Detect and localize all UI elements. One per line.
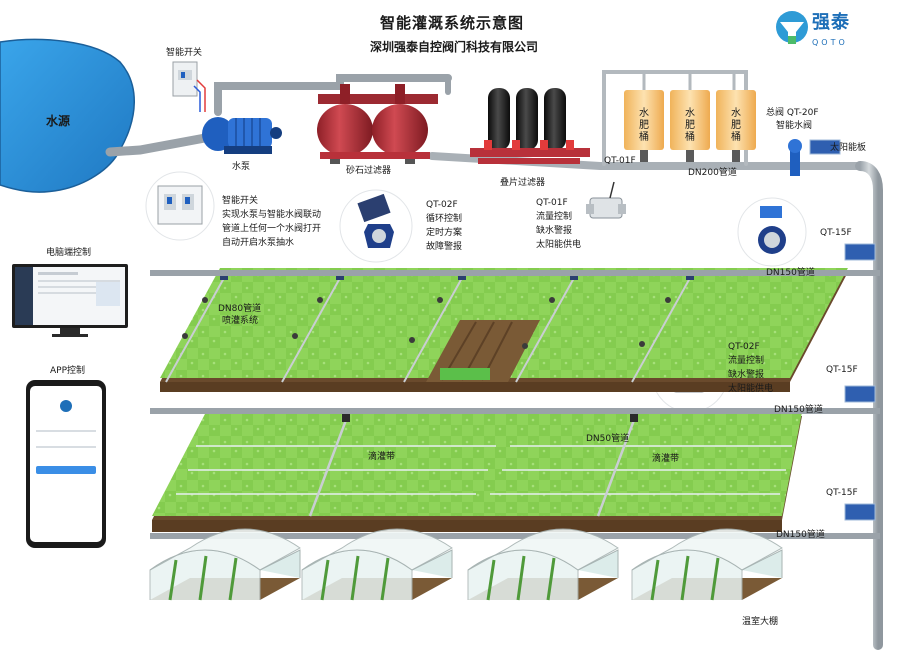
disc-filter-label: 叠片过滤器 [500,178,546,188]
qt01f-mid-note: QT-01F 流量控制 缺水警报 太阳能供电 [536,198,582,250]
water-source-label: 水源 [46,114,71,128]
pipe-dn150-1 [150,270,880,276]
qt15f-label-3: QT-15F [826,488,858,498]
pc-monitor [12,264,128,337]
qt15f-label-1: QT-15F [820,228,852,238]
brand-name: 强泰 [812,12,850,33]
water-pump [202,117,282,154]
phone-app [26,380,106,548]
diagram-title: 智能灌溉系统示意图 [380,14,525,32]
main-valve-label-1: 总阀 QT-20F [766,108,819,118]
brand-name-en: QOTO [812,38,848,47]
pc-control-label: 电脑端控制 [46,248,92,258]
dn150-label-3: DN150管道 [776,530,825,540]
dn200-label: DN200管道 [688,168,737,178]
smart-switch-label: 智能开关 [166,48,203,58]
dn80-label-2: 喷灌系统 [222,316,259,326]
sand-filter-label: 砂石过滤器 [346,166,392,176]
pipe-dn150-2 [150,408,880,414]
dn150-label-1: DN150管道 [766,268,815,278]
greenhouse-label: 温室大棚 [742,617,779,627]
app-control-label: APP控制 [50,366,86,376]
pump-label: 水泵 [232,162,251,172]
sand-filter [317,84,438,164]
field-sprinkler [160,268,848,392]
disc-filter [470,88,590,164]
dn150-label-2: DN150管道 [774,405,823,415]
tank-label-1: 水肥桶 [639,108,649,143]
fertilizer-tanks [624,90,756,162]
greenhouses [149,528,783,601]
callout-qt02f-top [332,189,413,274]
smart-switch-device [172,61,206,112]
drip-tape-label-2: 滴灌带 [652,454,680,464]
qt02f-top-note: QT-02F 循环控制 定时方案 故障警报 [426,200,463,252]
qt01f-top-label: QT-01F [604,156,636,166]
qt02f-bottom-note: QT-02F 流量控制 缺水警报 太阳能供电 [728,342,774,394]
flow-valve-qt01f [586,181,626,219]
drip-tape-label-1: 滴灌带 [368,452,396,462]
tank-label-3: 水肥桶 [731,108,741,143]
main-valve-label-2: 智能水阀 [776,121,813,131]
tank-label-2: 水肥桶 [685,108,695,143]
callout-smart-switch [145,150,215,241]
field-drip [152,412,802,532]
qt15f-label-2: QT-15F [826,365,858,375]
brand-logo-icon [776,11,808,44]
company-name: 深圳强泰自控阀门科技有限公司 [370,40,539,54]
water-source-lake [0,38,135,193]
dn80-label-1: DN80管道 [218,304,262,314]
solar-panel-label: 太阳能板 [830,143,867,153]
callout-qt15f [737,197,807,270]
pipe-dn150-3 [150,533,880,539]
smart-switch-note: 智能开关 实现水泵与智能水阀联动 管道上任何一个水阀打开 自动开启水泵抽水 [222,196,322,248]
dn50-label: DN50管道 [586,434,630,444]
solar-panel-icons [809,139,876,521]
